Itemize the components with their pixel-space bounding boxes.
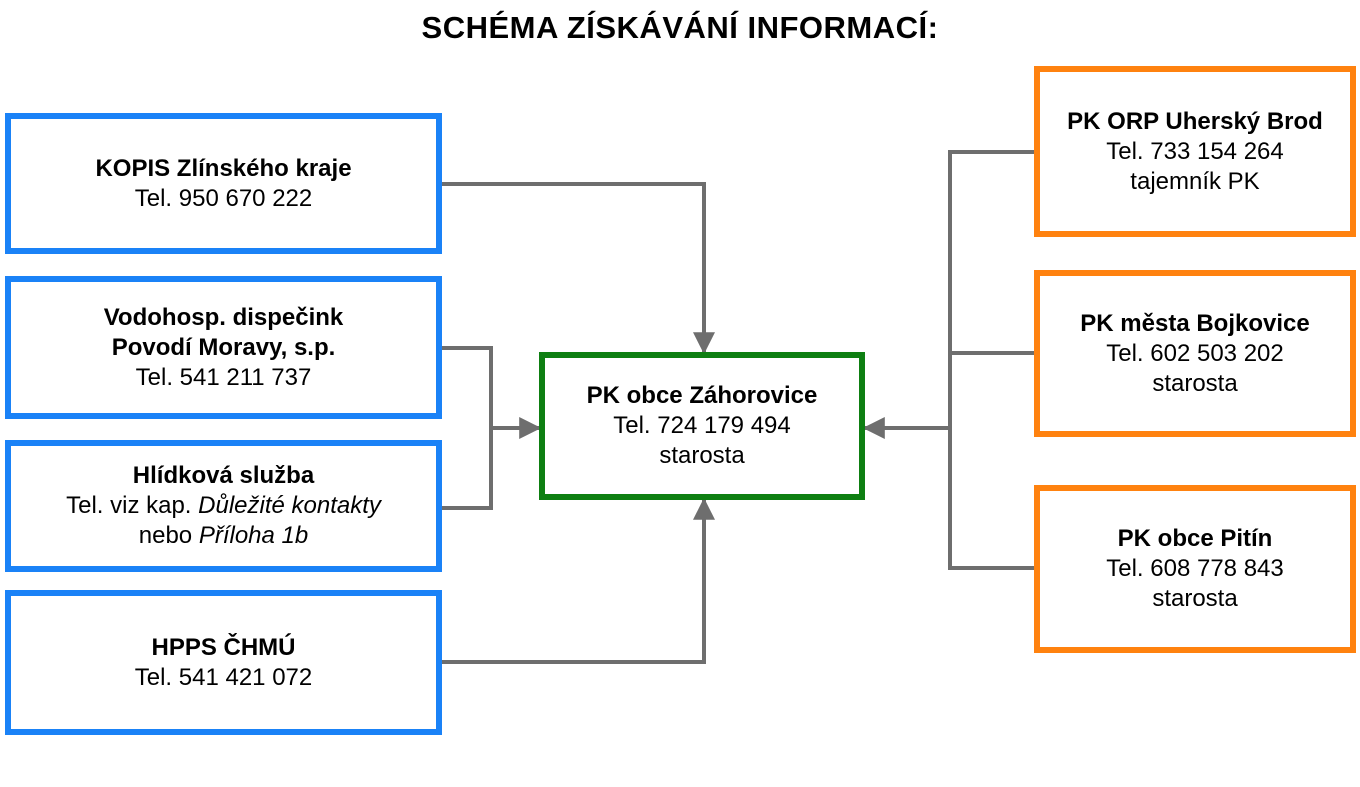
zahorovice-role: starosta — [659, 442, 745, 469]
connector-right-bus — [948, 150, 1034, 570]
connector-kopis — [442, 182, 715, 355]
pitin-name: PK obce Pitín — [1117, 525, 1273, 552]
orp-role: tajemník PK — [1130, 167, 1260, 195]
hlidkova-phone-line: Tel. viz kap. Důležité kontakty — [66, 491, 381, 521]
kopis-box: KOPIS Zlínského kraje Tel. 950 670 222 — [5, 113, 442, 254]
orp-phone: Tel. 733 154 264 — [1106, 137, 1284, 165]
pitin-box: PK obce Pitín Tel. 608 778 843 starosta — [1034, 485, 1356, 653]
kopis-name: KOPIS Zlínského kraje — [95, 154, 352, 182]
hpps-name: HPPS ČHMÚ — [151, 633, 296, 661]
zahorovice-phone: Tel. 724 179 494 — [613, 412, 791, 439]
connector-vodohosp — [442, 346, 493, 510]
bojkovice-name: PK města Bojkovice — [1080, 309, 1310, 337]
vodohosp-box: Vodohosp. dispečink Povodí Moravy, s.p. … — [5, 276, 442, 419]
pitin-phone: Tel. 608 778 843 — [1106, 555, 1284, 582]
hpps-box: HPPS ČHMÚ Tel. 541 421 072 — [5, 590, 442, 735]
hlidkova-phone-prefix: Tel. viz kap. — [66, 492, 199, 519]
hlidkova-alt-ref: Příloha 1b — [198, 522, 309, 549]
diagram-title: SCHÉMA ZÍSKÁVÁNÍ INFORMACÍ: — [421, 10, 939, 45]
vodohosp-name-line2: Povodí Moravy, s.p. — [111, 333, 336, 361]
hlidkova-box: Hlídková služba Tel. viz kap. Důležité k… — [5, 440, 442, 572]
vodohosp-name-line1: Vodohosp. dispečink — [103, 303, 344, 331]
zahorovice-box: PK obce Záhorovice Tel. 724 179 494 star… — [539, 352, 865, 500]
bojkovice-box: PK města Bojkovice Tel. 602 503 202 star… — [1034, 270, 1356, 437]
orp-box: PK ORP Uherský Brod Tel. 733 154 264 taj… — [1034, 66, 1356, 237]
zahorovice-name: PK obce Záhorovice — [586, 382, 818, 409]
hpps-phone: Tel. 541 421 072 — [134, 663, 313, 691]
hlidkova-alt-line: nebo Příloha 1b — [139, 521, 308, 551]
vodohosp-phone: Tel. 541 211 737 — [135, 363, 312, 391]
kopis-phone: Tel. 950 670 222 — [134, 184, 313, 212]
bojkovice-role: starosta — [1152, 369, 1238, 397]
hlidkova-phone-ref: Důležité kontakty — [198, 492, 381, 519]
orp-name: PK ORP Uherský Brod — [1067, 107, 1323, 135]
bojkovice-phone: Tel. 602 503 202 — [1106, 339, 1284, 367]
hlidkova-alt-prefix: nebo — [138, 522, 199, 549]
hlidkova-name: Hlídková služba — [132, 462, 315, 489]
connector-hpps — [442, 497, 715, 664]
pitin-role: starosta — [1152, 585, 1238, 612]
